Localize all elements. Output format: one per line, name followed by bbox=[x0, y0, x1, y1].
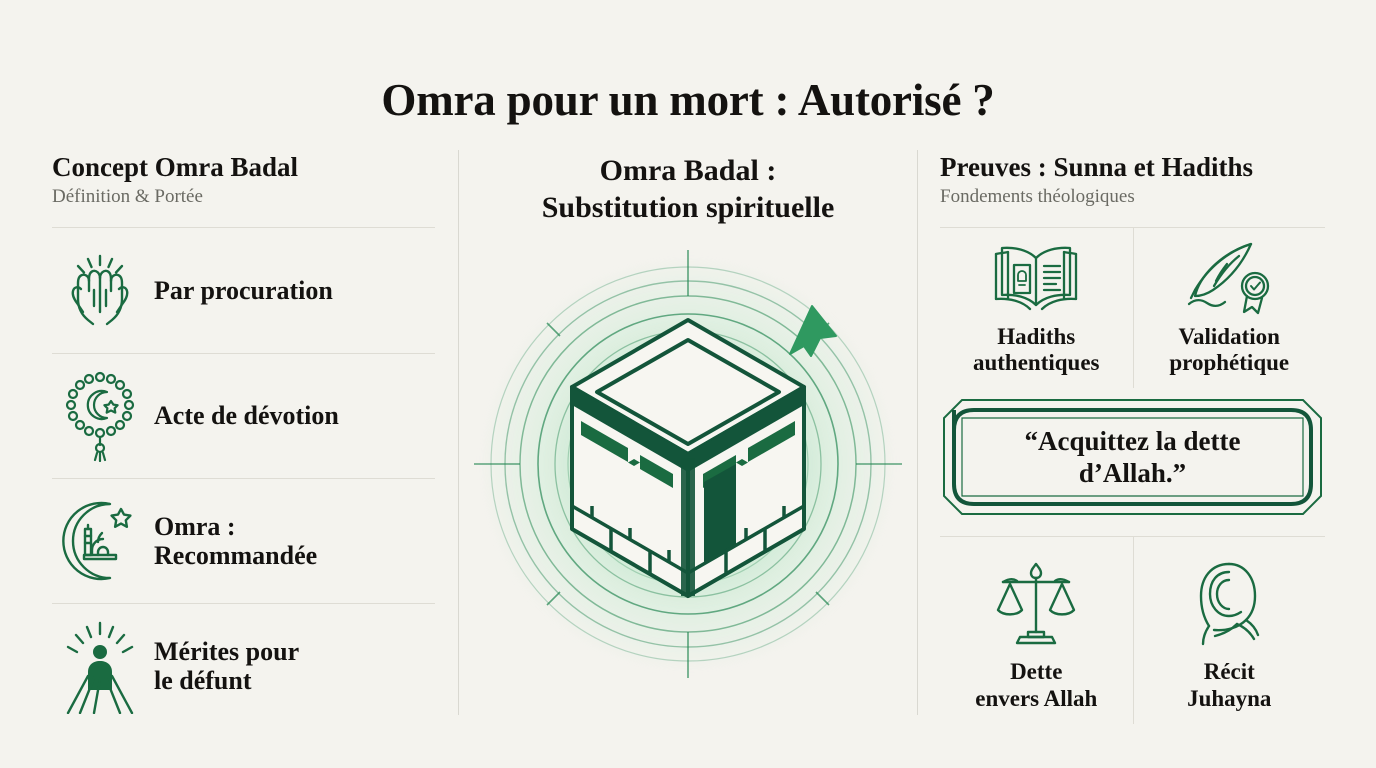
list-item-label: Acte de dévotion bbox=[154, 401, 339, 431]
praying-hands-icon bbox=[52, 243, 148, 339]
right-header-title: Preuves : Sunna et Hadiths bbox=[940, 152, 1254, 182]
quote-bottom-rule bbox=[940, 536, 1325, 538]
navigation-arrow-icon bbox=[789, 305, 837, 358]
concept-feature-list: Par procuration bbox=[52, 228, 435, 728]
quote-text: “Acquittez la dette d’Allah.” bbox=[1024, 426, 1241, 489]
list-item-label: Par procuration bbox=[154, 275, 333, 305]
quote-decorative-frame bbox=[943, 399, 1322, 516]
proof-grid-top: Hadiths authentiques bbox=[940, 228, 1326, 389]
right-header-subtitle: Fondements théologiques bbox=[940, 186, 1135, 208]
page-title: Omra pour un mort : Autorisé ? bbox=[381, 75, 995, 126]
left-column: Concept Omra Badal Définition & Portée bbox=[52, 152, 435, 728]
proof-label: Dette envers Allah bbox=[975, 659, 1098, 711]
list-item: Par procuration bbox=[52, 228, 435, 353]
proof-cell: Récit Juhayna bbox=[1132, 537, 1326, 724]
left-header-rule bbox=[52, 227, 435, 229]
left-header-subtitle: Définition & Portée bbox=[52, 186, 203, 208]
proof-label: Validation prophétique bbox=[1169, 324, 1290, 376]
column-divider-left bbox=[458, 150, 459, 715]
proof-cell: Validation prophétique bbox=[1132, 228, 1326, 389]
proof-cell: Hadiths authentiques bbox=[940, 228, 1133, 388]
kaaba-cube bbox=[570, 318, 806, 599]
list-item: Acte de dévotion bbox=[52, 353, 435, 478]
right-column: Preuves : Sunna et Hadiths Fondements th… bbox=[940, 152, 1325, 724]
list-item: Omra : Recommandée bbox=[52, 478, 435, 603]
hijabi-woman-icon bbox=[1183, 555, 1275, 653]
proof-label: Récit Juhayna bbox=[1187, 659, 1272, 711]
left-header-title: Concept Omra Badal bbox=[52, 152, 298, 182]
center-column: Omra Badal : Substitution spirituelle bbox=[460, 152, 916, 702]
right-column-header: Preuves : Sunna et Hadiths Fondements th… bbox=[940, 152, 1325, 229]
radiant-figure-icon bbox=[52, 618, 148, 715]
prayer-beads-crescent-icon bbox=[52, 368, 148, 464]
left-column-header: Concept Omra Badal Définition & Portée bbox=[52, 152, 435, 229]
column-divider-right bbox=[917, 150, 918, 715]
list-item-label: Mérites pour le défunt bbox=[154, 636, 300, 696]
proof-grid-bottom: Dette envers Allah Ré bbox=[940, 537, 1326, 724]
scales-balance-icon bbox=[990, 555, 1082, 653]
proof-cell: Dette envers Allah bbox=[940, 537, 1133, 723]
proof-label: Hadiths authentiques bbox=[972, 324, 1100, 376]
crescent-mosque-icon bbox=[52, 493, 148, 589]
quote-plaque: “Acquittez la dette d’Allah.” bbox=[940, 396, 1325, 518]
list-item-label: Omra : Recommandée bbox=[154, 511, 318, 571]
center-title: Omra Badal : Substitution spirituelle bbox=[541, 154, 835, 225]
kaaba-illustration bbox=[460, 232, 916, 702]
open-quran-book-icon bbox=[988, 238, 1084, 318]
list-item: Mérites pour le défunt bbox=[52, 603, 435, 728]
kaaba-isometric-icon bbox=[474, 250, 902, 679]
right-header-rule bbox=[940, 227, 1325, 229]
quill-seal-icon bbox=[1181, 238, 1277, 318]
